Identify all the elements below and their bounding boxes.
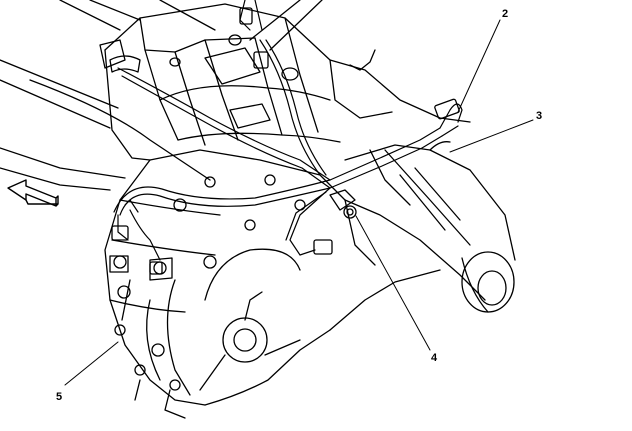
transfer-case-housing — [104, 149, 441, 419]
frame-rails — [0, 0, 323, 191]
left-arrow-icon — [7, 179, 59, 207]
connectors — [111, 7, 460, 275]
callout-number-5: 5 — [56, 391, 63, 403]
leader-lines — [64, 19, 534, 386]
callout-number-3: 3 — [536, 110, 543, 122]
callout-number-2: 2 — [502, 8, 509, 20]
callout-number-4: 4 — [431, 352, 438, 364]
wiring-harness — [113, 0, 463, 261]
transmission-body — [99, 3, 471, 161]
